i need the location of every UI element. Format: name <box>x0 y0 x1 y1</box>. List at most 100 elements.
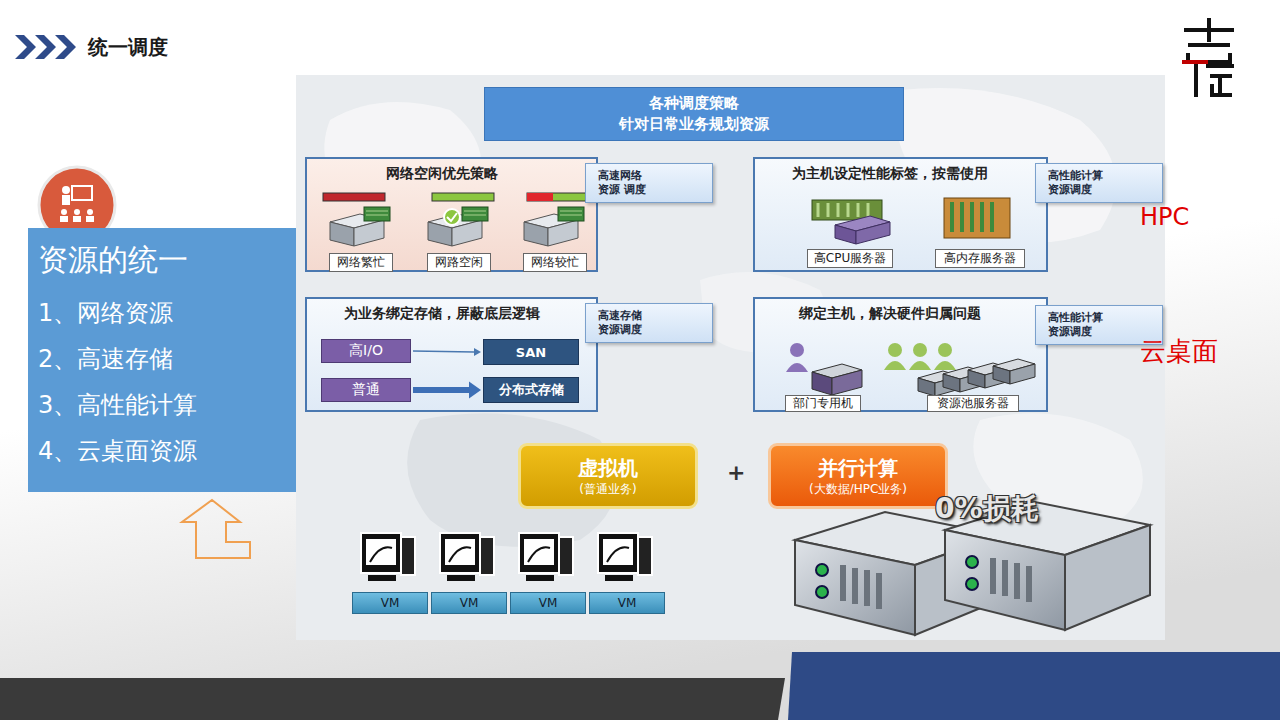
vm-monitors-part <box>361 533 415 581</box>
connector <box>413 348 481 356</box>
server-label: 高CPU服务器 <box>807 249 893 268</box>
node-subtext: (大数据/HPC业务) <box>809 481 907 497</box>
vm-label: VM <box>589 592 665 614</box>
summary-panel: 资源的统一1、网络资源2、高速存储3、高性能计算4、云桌面资源 <box>28 228 296 492</box>
node-text: 为主机设定性能标签，按需使用 <box>755 165 1025 183</box>
side-icon-part-part <box>72 186 92 200</box>
side-icon-part <box>60 186 94 222</box>
rack-servers-part-part <box>1002 560 1008 596</box>
rack-servers-part-part <box>876 573 882 609</box>
logo-part <box>1196 66 1232 95</box>
node-text: 高性能计算 资源调度 <box>1048 169 1108 197</box>
host-binding-part-part <box>884 361 906 370</box>
vm-monitors-part-part <box>401 537 415 575</box>
host-binding-part-part <box>934 361 956 370</box>
panel-fills <box>305 157 1048 412</box>
vm-label: VM <box>431 592 507 614</box>
host-binding-part-part <box>913 343 927 357</box>
side-icon-part-part <box>74 209 80 215</box>
vm-monitors-part <box>598 533 652 581</box>
node-text: 网络空闲优先策略 <box>307 165 577 183</box>
up-arrow-part <box>182 500 250 558</box>
host-binding-part <box>993 359 1035 384</box>
network-servers-part <box>524 207 584 246</box>
network-servers-part <box>428 207 488 246</box>
server-label: 部门专用机 <box>785 395 861 412</box>
footer-bars-part <box>788 652 1280 720</box>
parallel-box: 并行计算(大数据/HPC业务) <box>768 443 948 509</box>
node-subtext: 1、网络资源 <box>38 290 173 336</box>
service-box: 高I/O <box>321 339 411 363</box>
server-label: 网络较忙 <box>523 253 587 272</box>
rack-servers-part-part <box>1014 563 1020 599</box>
footer-bars <box>0 652 1280 720</box>
side-icon-part-part <box>86 216 94 222</box>
node-subtext: (普通业务) <box>579 481 636 497</box>
resource-tag: 高性能计算 资源调度 <box>1035 163 1163 203</box>
network-servers-part <box>444 209 460 225</box>
network-servers <box>323 193 589 246</box>
host-binding-part <box>786 363 808 372</box>
strategy-panel: 网络空闲优先策略网络繁忙网路空闲网络较忙 <box>305 157 598 272</box>
vm-monitors <box>361 533 652 581</box>
host-binding-part-part <box>938 343 952 357</box>
rack-servers-part <box>945 530 1065 630</box>
server-label: 高内存服务器 <box>935 249 1025 268</box>
node-text: 网路空闲 <box>435 254 483 271</box>
node-text: 并行计算 <box>818 455 898 481</box>
connector <box>413 382 481 399</box>
header-chevrons-part <box>35 35 56 59</box>
node-text: VM <box>460 596 479 610</box>
vm-label: VM <box>352 592 428 614</box>
node-subtext: 3、高性能计算 <box>38 382 197 428</box>
rack-servers-part-part <box>840 565 846 601</box>
rack-servers-part-part <box>816 586 828 598</box>
connector-line <box>413 351 474 352</box>
network-servers-part <box>323 193 385 201</box>
rack-servers-part <box>795 540 915 635</box>
node-text: 虚拟机 <box>578 455 638 481</box>
strategy-panel: 为主机设定性能标签，按需使用高CPU服务器 高内存服务器 <box>753 157 1048 272</box>
vm-label: VM <box>510 592 586 614</box>
side-icon-part-part <box>61 209 67 215</box>
network-servers-part-part <box>330 222 354 246</box>
node-subtext: 2、高速存储 <box>38 336 173 382</box>
node-text: 高CPU服务器 <box>814 250 886 267</box>
vm-monitors-part-part <box>368 575 396 581</box>
panel-fills-part <box>305 297 598 412</box>
connector-line <box>413 387 469 393</box>
header-chevrons-part <box>15 35 36 59</box>
arrow-head <box>469 382 481 399</box>
vm-monitors-part <box>519 533 573 581</box>
node-text: SAN <box>516 345 546 360</box>
plus-sign: + <box>727 460 745 485</box>
rack-servers-part <box>1065 525 1150 630</box>
network-servers-part-part <box>354 220 384 246</box>
network-servers-part-part <box>364 207 390 221</box>
network-servers-part <box>330 207 390 246</box>
node-text: 绑定主机，解决硬件归属问题 <box>755 305 1025 323</box>
host-binding-part <box>790 343 804 357</box>
vm-box: 虚拟机(普通业务) <box>518 443 698 509</box>
hpc-servers-part <box>818 203 868 217</box>
node-text: VM <box>618 596 637 610</box>
hpc-servers-part <box>856 222 890 244</box>
node-text: 分布式存储 <box>499 381 564 399</box>
hpc-servers-part <box>944 198 1010 238</box>
logo-part <box>1184 60 1206 64</box>
vm-monitors-part-part <box>370 547 392 562</box>
host-binding-part-part <box>909 361 931 370</box>
logo-part <box>1186 20 1232 62</box>
network-servers-part <box>447 213 457 221</box>
vm-monitors-part <box>440 533 494 581</box>
side-icon-part-part <box>62 195 70 205</box>
node-text: 部门专用机 <box>793 395 853 412</box>
side-note: HPC <box>1140 203 1189 231</box>
rack-servers-part-part <box>990 558 996 594</box>
panel-fills-part <box>305 157 598 272</box>
network-servers-part <box>432 193 494 201</box>
header-chevrons <box>15 35 76 59</box>
panel-fills-part <box>753 157 1048 272</box>
